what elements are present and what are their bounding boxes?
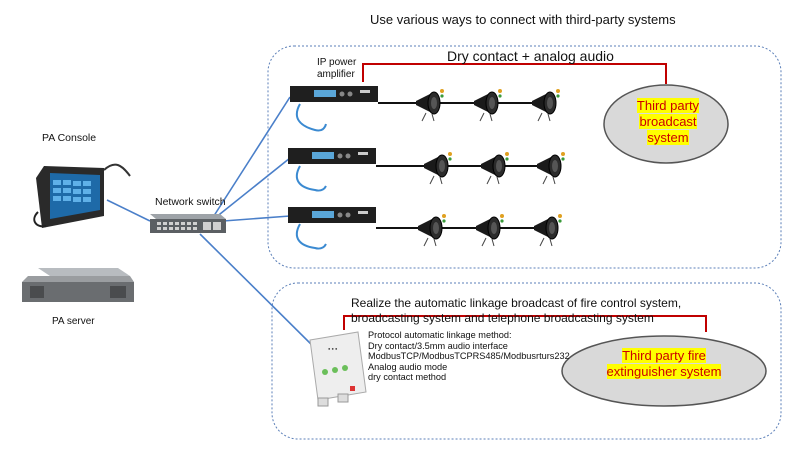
pa-console-label: PA Console [42, 132, 97, 144]
broadcast-text-line: system [647, 130, 689, 145]
linkage-line-1: Realize the automatic linkage broadcast … [351, 296, 682, 310]
fire-group-box [271, 282, 782, 440]
ip-amplifier-label: IP power amplifier [317, 57, 357, 80]
ip-amplifier-2 [288, 148, 376, 164]
protocol-line: ModbusTCP/ModbusTCPRS485/Modbusrturs232 [368, 351, 570, 361]
pa-server-icon [22, 268, 134, 302]
horn-speaker-icon [532, 89, 560, 122]
horn-speaker-icon [474, 89, 502, 122]
ip-amplifier-3 [288, 207, 376, 223]
protocol-line: dry contact method [368, 372, 447, 382]
horn-speaker-icon [481, 152, 509, 185]
horn-speakers [416, 89, 565, 247]
horn-speaker-icon [534, 214, 562, 247]
svg-text:● ● ●: ● ● ● [328, 346, 338, 351]
horn-speaker-icon [476, 214, 504, 247]
horn-speaker-icon [418, 214, 446, 247]
speaker-lines [376, 102, 560, 229]
third-party-fire-text: Third party fire extinguisher system [574, 348, 754, 380]
horn-speaker-icon [537, 152, 565, 185]
protocol-line: Analog audio mode [368, 361, 448, 372]
network-links [106, 96, 323, 356]
linkage-description: Realize the automatic linkage broadcast … [351, 296, 681, 326]
network-switch-icon [150, 214, 226, 233]
protocol-line: Protocol automatic linkage method: [368, 330, 512, 340]
broadcast-text-line: broadcast [639, 114, 697, 129]
ip-amplifier-1 [290, 86, 378, 102]
fire-text-line: extinguisher system [606, 364, 722, 379]
pa-server-label: PA server [52, 316, 95, 327]
fire-linkage-bracket [343, 315, 707, 332]
fire-text-line: Third party fire [622, 348, 706, 363]
network-switch-label: Network switch [155, 196, 226, 208]
linkage-line-2: broadcasting system and telephone broadc… [351, 311, 654, 325]
dry-contact-label: Dry contact + analog audio [447, 48, 614, 64]
patch-cables [295, 103, 327, 250]
broadcast-text-line: Third party [636, 98, 700, 113]
fire-linkage-module-icon: ● ● ● [309, 331, 367, 407]
horn-speaker-icon [416, 89, 444, 122]
third-party-broadcast-text: Third party broadcast system [618, 98, 718, 146]
protocol-list: Protocol automatic linkage method: Dry c… [368, 330, 570, 383]
diagram-title: Use various ways to connect with third-p… [370, 12, 676, 27]
horn-speaker-icon [424, 152, 452, 185]
protocol-line: Dry contact/3.5mm audio interface [368, 340, 508, 351]
pa-console-icon [33, 163, 131, 228]
dry-contact-bracket [362, 63, 667, 84]
